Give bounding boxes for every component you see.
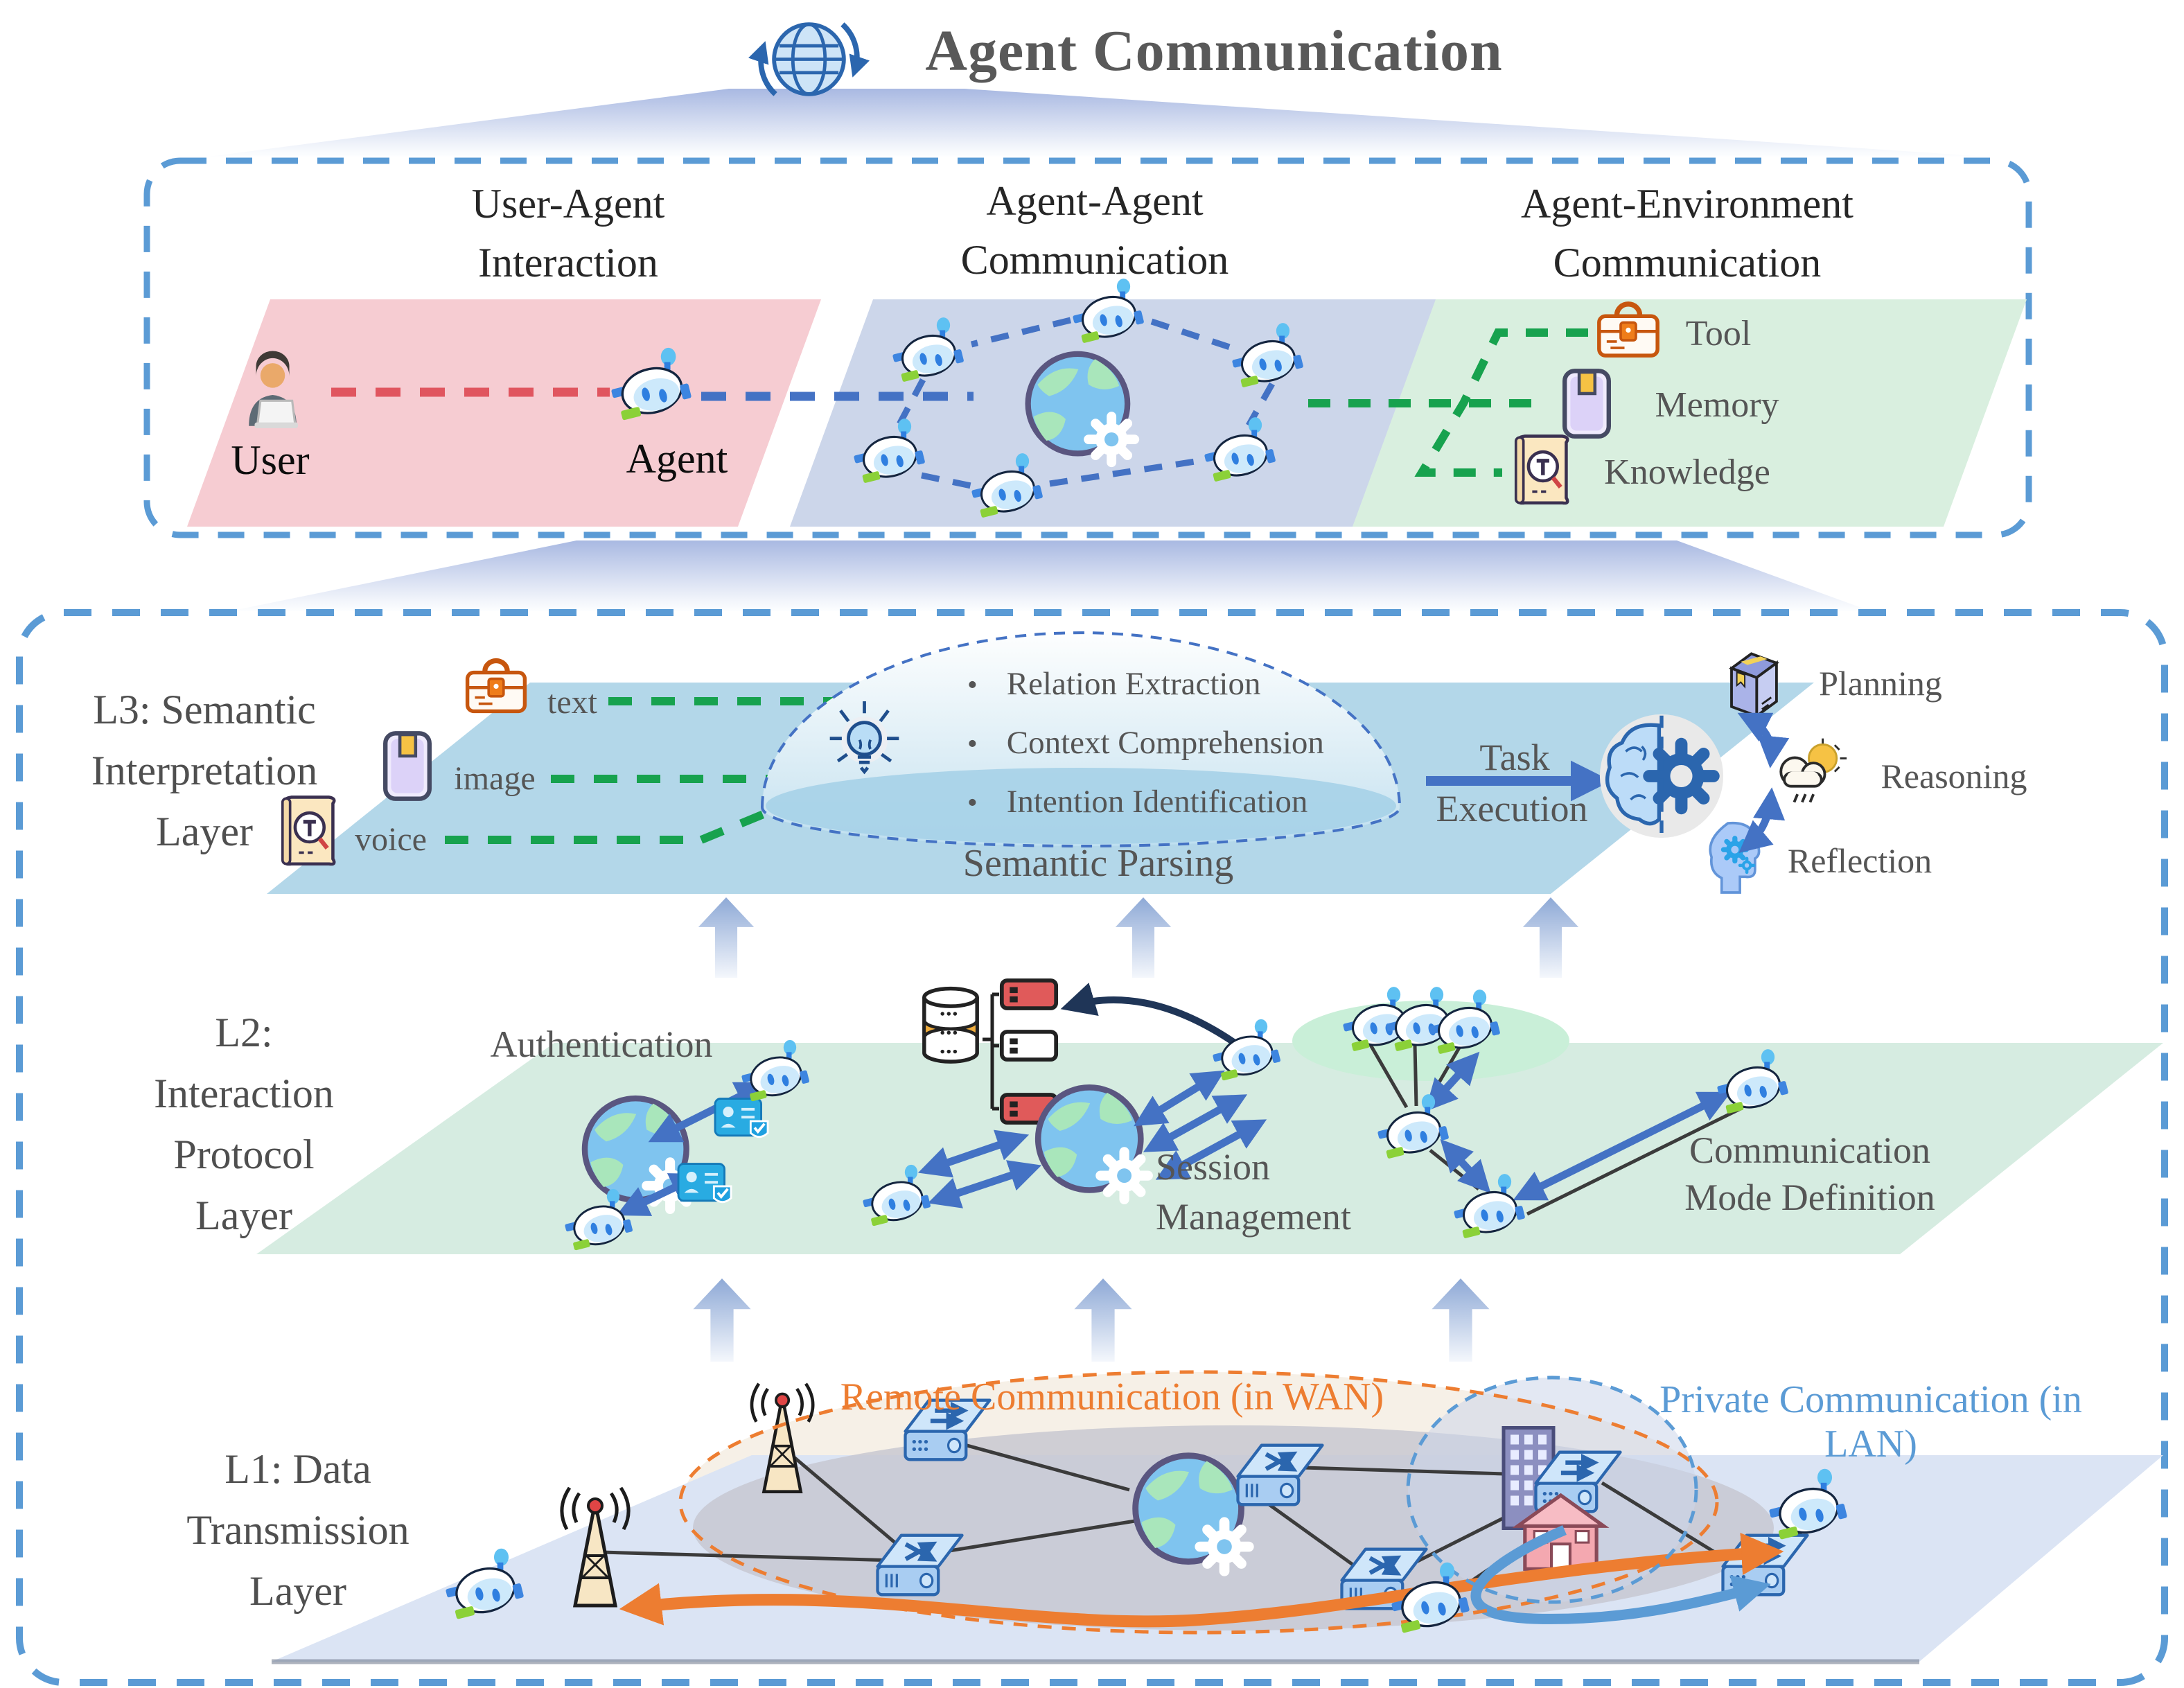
- layer-up-arrow: [1115, 897, 1172, 978]
- knowledge-label: Knowledge: [1604, 452, 1770, 492]
- server-bracket: [983, 992, 999, 1111]
- layer-label-line: Interaction: [154, 1071, 334, 1116]
- lan-label: Private Communication (in LAN): [1659, 1378, 2082, 1466]
- environment-green-dashed-links: [1308, 328, 1588, 477]
- cluster-arrows: [1425, 1051, 1732, 1201]
- memory-card-icon: [1565, 371, 1609, 436]
- communication-mode-label: Communication Mode Definition: [1684, 1127, 1935, 1221]
- user-label: User: [231, 437, 310, 483]
- brain-planning-arrow: [1737, 712, 1790, 768]
- task-execution-label-1: Task: [1479, 737, 1550, 778]
- comm-mode-line: Communication: [1689, 1129, 1930, 1171]
- layer-up-arrow: [1522, 897, 1579, 978]
- cloud-sun-icon: [1779, 737, 1849, 804]
- bullet-item: Relation Extraction: [967, 665, 1324, 703]
- session-registry-arrow: [1060, 983, 1244, 1051]
- wan-dashed-outline: [678, 1370, 1719, 1635]
- layer-label-line: L3: Semantic: [93, 687, 316, 732]
- session-line: Session: [1156, 1146, 1271, 1188]
- l2-layer-label: L2: Interaction Protocol Layer: [154, 1002, 334, 1246]
- server-icon: [1002, 981, 1056, 1008]
- heading-line: Agent-Environment: [1521, 181, 1853, 227]
- agent-label: Agent: [626, 436, 728, 482]
- server-icon: [1002, 1032, 1056, 1060]
- lan-label-line: Private Communication (in: [1659, 1378, 2082, 1421]
- reasoning-label: Reasoning: [1881, 757, 2027, 795]
- tool-label: Tool: [1685, 314, 1752, 353]
- planning-label: Planning: [1819, 664, 1942, 703]
- lan-label-line: LAN): [1824, 1423, 1917, 1466]
- funnel-title-to-topbox: [209, 89, 1987, 157]
- comm-mode-line: Mode Definition: [1684, 1177, 1935, 1218]
- layer-label-line: Protocol: [173, 1132, 315, 1177]
- layer-label-line: Interpretation: [91, 748, 318, 793]
- heading-line: Agent-Agent: [986, 178, 1204, 224]
- bullet-item: Context Comprehension: [967, 724, 1324, 762]
- layer-up-arrow: [1074, 1278, 1132, 1362]
- main-dashed-frame: [16, 609, 2168, 1686]
- heading-line: Communication: [960, 237, 1229, 283]
- database-icon: [924, 989, 977, 1062]
- l3-layer-label: L3: Semantic Interpretation Layer: [91, 679, 318, 862]
- lan-dashed-outline: [1406, 1375, 1698, 1604]
- session-line: Management: [1156, 1196, 1351, 1238]
- wan-orange-route: [619, 1532, 1784, 1628]
- semantic-parsing-caption: Semantic Parsing: [962, 842, 1234, 885]
- top-dashed-frame: [143, 157, 2032, 538]
- reflection-label: Reflection: [1787, 841, 1932, 880]
- memory-label: Memory: [1655, 385, 1779, 425]
- layer-label-line: Transmission: [186, 1507, 410, 1553]
- id-badge-icon: [677, 1162, 732, 1204]
- modality-text-label: text: [547, 684, 597, 721]
- memory-card-icon: [385, 733, 430, 798]
- layer-up-arrow: [698, 897, 755, 978]
- heading-user-agent: User-Agent Interaction: [472, 175, 665, 292]
- heading-line: Communication: [1553, 240, 1822, 285]
- heading-agent-environment: Agent-Environment Communication: [1521, 175, 1853, 292]
- layer-label-line: Layer: [249, 1568, 346, 1614]
- session-management-label: Session Management: [1156, 1142, 1351, 1242]
- wan-label: Remote Communication (in WAN): [840, 1375, 1384, 1418]
- modality-image-label: image: [454, 760, 536, 797]
- layer-up-arrow: [693, 1278, 751, 1362]
- heading-line: User-Agent: [471, 181, 665, 227]
- heading-line: Interaction: [478, 240, 658, 285]
- modality-voice-label: voice: [355, 821, 427, 858]
- task-execution-label-2: Execution: [1436, 788, 1588, 829]
- id-badge-icon: [714, 1097, 769, 1138]
- package-box-icon: [1730, 652, 1778, 718]
- layer-label-line: L2:: [215, 1010, 273, 1055]
- semantic-parsing-bullets: Relation Extraction Context Comprehensio…: [967, 665, 1324, 842]
- knowledge-book-icon: [1516, 436, 1567, 503]
- layer-label-line: Layer: [195, 1193, 292, 1238]
- layer-up-arrow: [1432, 1278, 1490, 1362]
- layer-label-line: L1: Data: [224, 1446, 371, 1492]
- heading-agent-agent: Agent-Agent Communication: [961, 172, 1229, 290]
- page-title: Agent Communication: [925, 19, 1503, 83]
- l1-layer-label: L1: Data Transmission Layer: [186, 1439, 409, 1621]
- toolbox-icon: [468, 661, 525, 712]
- auth-arrow-top: [648, 1082, 768, 1143]
- head-gears-icon: [1710, 823, 1759, 893]
- authentication-label: Authentication: [490, 1023, 713, 1065]
- globe-sync-icon: [761, 24, 857, 94]
- bullet-item: Intention Identification: [967, 783, 1324, 820]
- layer-label-line: Layer: [156, 809, 253, 854]
- funnel-topbox-to-mainbox: [230, 540, 1871, 611]
- brain-gear-icon: [1600, 714, 1723, 838]
- lan-blue-route: [1470, 1525, 1771, 1624]
- session-arrows: [917, 1070, 1267, 1208]
- brain-reflection-arrow: [1738, 787, 1786, 853]
